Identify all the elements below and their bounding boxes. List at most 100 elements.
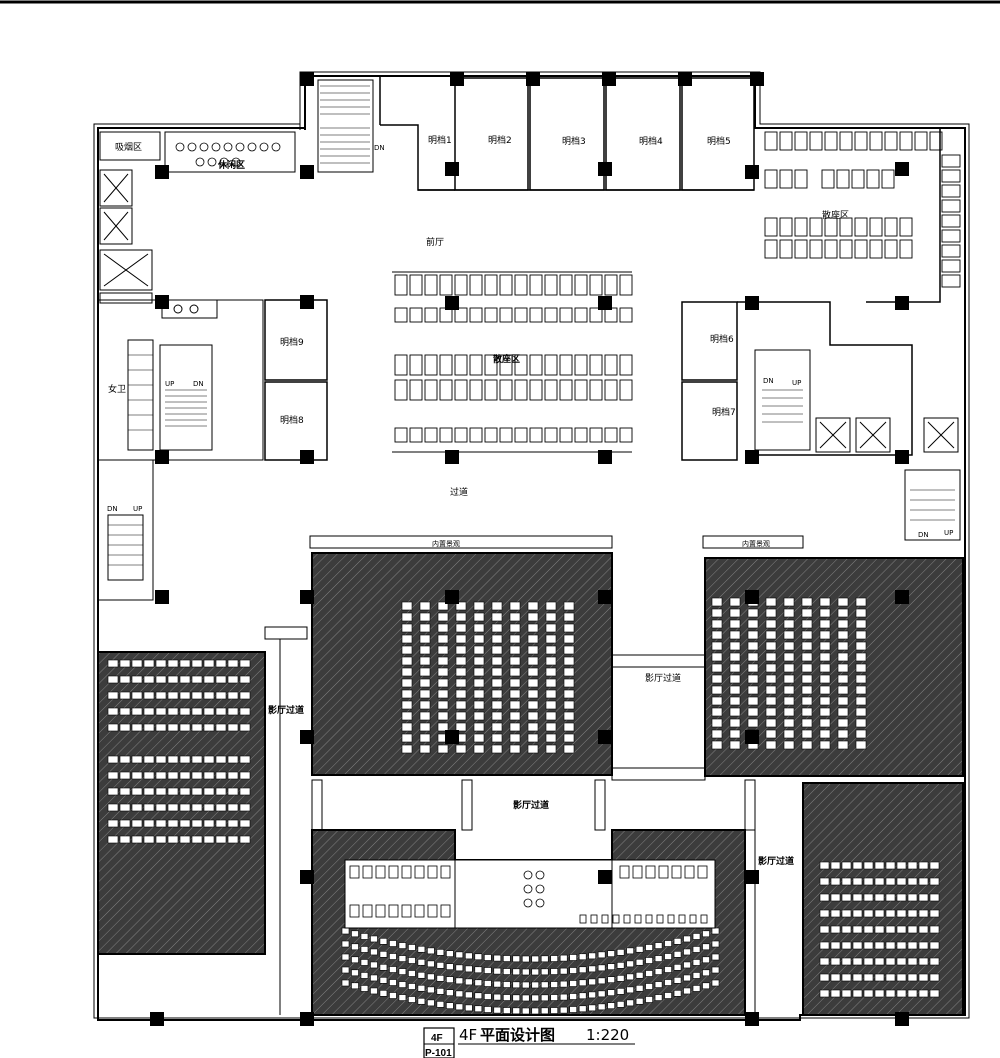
seat-box	[409, 379, 423, 401]
chair	[375, 904, 386, 918]
cinema-seat	[559, 980, 568, 988]
cinema-seat	[711, 718, 723, 728]
table-box	[514, 307, 528, 323]
cinema-seat	[455, 667, 467, 677]
column	[602, 72, 616, 86]
cinema-seat	[131, 819, 143, 828]
cinema-seat	[588, 978, 596, 986]
cinema-seat	[143, 803, 155, 812]
cinema-seat	[436, 975, 445, 982]
chair	[362, 865, 373, 879]
cinema-seat	[401, 744, 413, 754]
cinema-seat	[918, 925, 929, 934]
column	[745, 590, 759, 604]
cinema-seat	[885, 957, 896, 966]
cinema-seat	[563, 744, 575, 754]
cinema-seat	[408, 944, 416, 951]
cinema-seat	[563, 645, 575, 655]
cinema-seat	[855, 740, 867, 750]
cinema-seat	[370, 974, 378, 982]
table-box	[559, 427, 573, 443]
seat-box	[619, 354, 633, 376]
seat-box	[881, 169, 895, 189]
cinema-seat	[673, 990, 682, 997]
cinema-seat	[747, 718, 759, 728]
seat-box	[484, 274, 498, 296]
column	[300, 72, 314, 86]
cinema-seat	[455, 964, 464, 972]
stool	[634, 914, 642, 924]
cinema-seat	[436, 988, 445, 995]
column	[895, 1012, 909, 1026]
cinema-seat	[863, 989, 874, 998]
cinema-seat	[531, 981, 540, 989]
column	[300, 165, 314, 179]
cinema-seat	[191, 787, 203, 796]
seat-box	[499, 354, 513, 376]
column	[300, 1012, 314, 1026]
seat-box	[529, 354, 543, 376]
cinema-seat	[664, 940, 672, 947]
cinema-seat	[398, 981, 407, 988]
cinema-seat	[509, 689, 521, 699]
cinema-seat	[370, 948, 378, 956]
cinema-seat	[143, 723, 155, 732]
column	[150, 1012, 164, 1026]
cinema-seat	[119, 803, 131, 812]
cinema-seat	[896, 941, 907, 950]
cinema-seat	[455, 1003, 464, 1011]
cinema-seat	[929, 957, 940, 966]
column	[598, 590, 612, 604]
cinema-seat	[645, 970, 653, 977]
cinema-seat	[711, 619, 723, 629]
cinema-seat	[918, 893, 929, 902]
seat-box	[941, 229, 961, 243]
seat-box	[559, 274, 573, 296]
cinema-seat	[521, 1007, 530, 1015]
column	[745, 870, 759, 884]
cinema-seat	[203, 675, 215, 684]
cinema-seat	[896, 925, 907, 934]
cinema-seat	[360, 959, 369, 966]
cinema-seat	[239, 803, 251, 812]
cinema-seat	[569, 993, 577, 1000]
seat-box	[854, 239, 868, 259]
seat-box	[899, 131, 913, 151]
cinema-seat	[673, 964, 682, 971]
cinema-seat	[711, 729, 723, 739]
cinema-seat	[155, 675, 167, 684]
cinema-seat	[531, 1007, 540, 1015]
cinema-seat	[841, 957, 852, 966]
cinema-seat	[215, 659, 227, 668]
cinema-seat	[203, 755, 215, 764]
cinema-seat	[437, 634, 449, 644]
seat-box	[574, 354, 588, 376]
seat-box	[899, 239, 913, 259]
cinema-seat	[191, 691, 203, 700]
cinema-seat	[527, 733, 539, 743]
column	[745, 730, 759, 744]
cinema-seat	[540, 1007, 549, 1015]
cinema-seat	[855, 718, 867, 728]
cinema-seat	[702, 943, 710, 951]
cinema-seat	[379, 951, 388, 958]
cinema-seat	[474, 979, 483, 987]
seat-box	[469, 379, 483, 401]
cinema-seat	[239, 723, 251, 732]
cinema-seat	[929, 893, 940, 902]
cinema-seat	[401, 645, 413, 655]
cinema-seat	[747, 652, 759, 662]
stair-label-up-right-lower: UP	[944, 529, 953, 537]
seat-box	[779, 169, 793, 189]
cinema-seat	[874, 893, 885, 902]
cinema-seat	[239, 659, 251, 668]
cinema-seat	[341, 940, 350, 948]
cinema-seat	[527, 722, 539, 732]
hall5-counters	[344, 859, 716, 929]
top-stalls	[379, 76, 755, 191]
cinema-seat	[874, 925, 885, 934]
cinema-seat	[819, 941, 830, 950]
cinema-seat	[527, 612, 539, 622]
cinema-seat	[491, 601, 503, 611]
cinema-seat	[819, 729, 831, 739]
